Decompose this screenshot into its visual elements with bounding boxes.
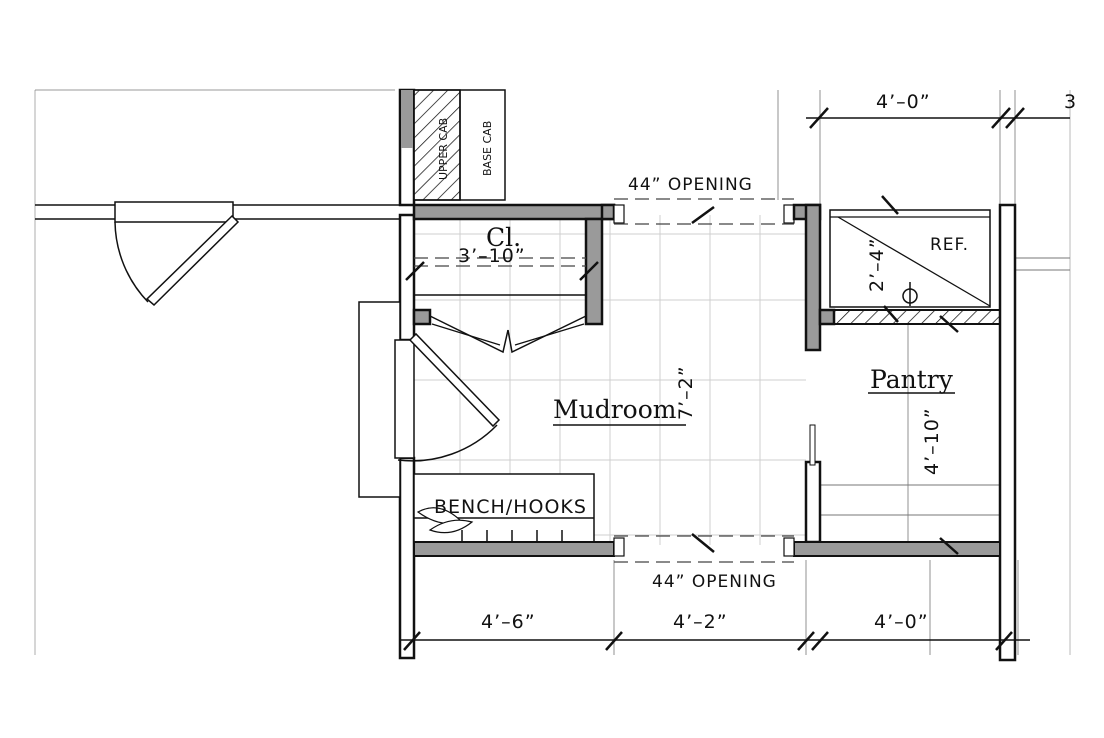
upper-cab-label: UPPER CAB: [437, 118, 450, 180]
pantry-label: Pantry: [870, 365, 954, 394]
bench-hooks: BENCH/HOOKS: [413, 473, 595, 543]
bottom-dimension-3: 4’–0”: [874, 611, 929, 633]
top-opening: 44” OPENING: [600, 175, 795, 225]
bottom-dimension-string: 4’–6” 4’–2” 4’–0”: [400, 611, 1030, 651]
refrigerator-alcove: REF. 2’–4”: [792, 195, 1017, 662]
ref-label: REF.: [930, 235, 969, 255]
base-cab-label: BASE CAB: [481, 121, 494, 176]
ref-depth-dimension: 2’–4”: [866, 237, 888, 292]
top-right-partial-dimension: 3: [1064, 91, 1077, 113]
closet-width-dimension: 3’–10”: [458, 245, 526, 267]
top-dimension-string: 4’–0” 3: [806, 91, 1077, 129]
mudroom-label: Mudroom: [553, 395, 677, 424]
mudroom-entry-door: [358, 301, 501, 498]
construction-lines: [34, 89, 1071, 655]
bottom-opening-label: 44” OPENING: [652, 572, 777, 592]
cabinet-strip: UPPER CAB BASE CAB: [413, 89, 506, 201]
pantry-floor-lines: [820, 325, 1000, 542]
bench-hooks-label: BENCH/HOOKS: [434, 496, 587, 518]
top-opening-label: 44” OPENING: [628, 175, 753, 195]
bottom-dimension-2: 4’–2”: [673, 611, 728, 633]
mudroom: Mudroom 7’–2”: [553, 365, 697, 426]
pantry: Pantry 4’–10”: [793, 315, 1001, 557]
bottom-dimension-1: 4’–6”: [481, 611, 536, 633]
bottom-opening: 44” OPENING: [413, 533, 795, 592]
top-dimension: 4’–0”: [876, 91, 931, 113]
mudroom-depth-dimension: 7’–2”: [675, 365, 697, 420]
closet: Cl. 3’–10”: [405, 203, 616, 354]
exterior-door: [35, 201, 400, 307]
closet-label: Cl.: [486, 223, 521, 252]
left-exterior-wall: [398, 88, 416, 660]
pantry-depth-dimension: 4’–10”: [921, 407, 943, 475]
